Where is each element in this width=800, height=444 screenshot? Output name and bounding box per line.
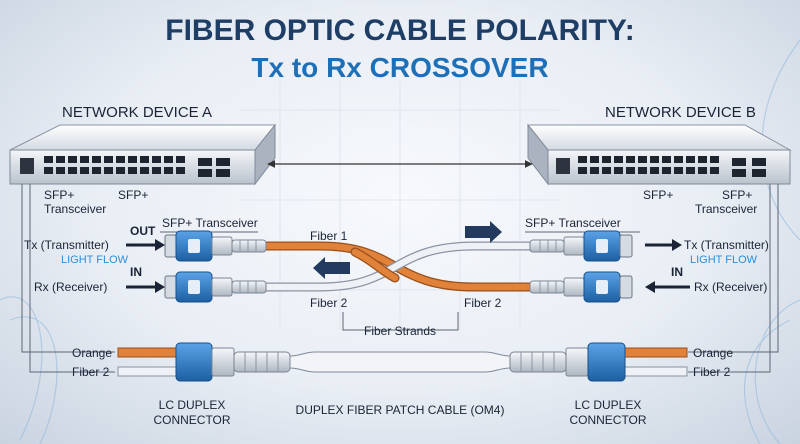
device-b-name: NETWORK DEVICE B bbox=[605, 104, 756, 121]
device-a-out-label: OUT bbox=[130, 224, 156, 238]
device-b-port-label-2: SFP+ bbox=[722, 188, 752, 202]
leader-lines bbox=[21, 184, 779, 373]
device-a-legend-orange: Orange bbox=[72, 346, 112, 360]
device-a-name: NETWORK DEVICE A bbox=[62, 104, 212, 121]
device-b-in-label: IN bbox=[671, 265, 683, 279]
background-grid bbox=[240, 80, 560, 330]
title-line-1: FIBER OPTIC CABLE POLARITY: bbox=[165, 14, 634, 47]
device-a-connector-label-2: CONNECTOR bbox=[153, 413, 230, 427]
arrow-left-icon bbox=[313, 257, 350, 279]
device-a-port-label-1: SFP+ bbox=[44, 188, 74, 202]
decorative-cables bbox=[0, 39, 800, 444]
device-a-ports bbox=[44, 156, 230, 177]
title-line-2: Tx to Rx CROSSOVER bbox=[251, 52, 548, 83]
fiber-2-label-right: Fiber 2 bbox=[464, 296, 502, 310]
device-a-connector-label-1: LC DUPLEX bbox=[159, 398, 226, 412]
device-b-rx-connector bbox=[529, 271, 633, 303]
device-b-transceiver-label: SFP+ Transceiver bbox=[525, 216, 621, 230]
device-b-connector-label-2: CONNECTOR bbox=[569, 413, 646, 427]
device-a-port-label-2: SFP+ bbox=[118, 188, 148, 202]
device-b-rx-label: Rx (Receiver) bbox=[694, 280, 767, 294]
device-b-tx-arrow-icon bbox=[645, 239, 682, 251]
fiber-2-label-left: Fiber 2 bbox=[310, 296, 348, 310]
device-b-rx-arrow-icon bbox=[645, 281, 690, 293]
device-a-rx-connector bbox=[164, 271, 267, 303]
device-a-tx-label: Tx (Transmitter) bbox=[24, 238, 109, 252]
network-device-a bbox=[9, 123, 277, 186]
patch-cable-label: DUPLEX FIBER PATCH CABLE (OM4) bbox=[296, 403, 505, 417]
duplex-patch-cable bbox=[117, 342, 688, 382]
arrow-right-icon bbox=[465, 221, 502, 243]
device-a-tx-arrow-icon bbox=[126, 239, 165, 251]
device-a-tx-connector bbox=[164, 230, 267, 262]
device-b-legend-orange: Orange bbox=[693, 346, 733, 360]
device-b-port-label-2b: Transceiver bbox=[695, 202, 757, 216]
device-a-transceiver-label: SFP+ Transceiver bbox=[162, 216, 258, 230]
device-a-port-label-1b: Transceiver bbox=[44, 202, 106, 216]
device-b-light-flow: LIGHT FLOW bbox=[690, 254, 758, 266]
network-device-b bbox=[526, 123, 792, 186]
device-a-in-label: IN bbox=[130, 265, 142, 279]
device-b-tx-label: Tx (Transmitter) bbox=[684, 238, 769, 252]
device-b-legend-fiber2: Fiber 2 bbox=[693, 365, 731, 379]
device-b-tx-connector bbox=[529, 230, 633, 262]
device-b-port-label-1: SFP+ bbox=[643, 188, 673, 202]
device-a-rx-label: Rx (Receiver) bbox=[34, 280, 107, 294]
device-a-legend-fiber2: Fiber 2 bbox=[72, 365, 110, 379]
fiber-1-label: Fiber 1 bbox=[310, 229, 348, 243]
device-a-light-flow: LIGHT FLOW bbox=[61, 254, 129, 266]
device-b-ports bbox=[578, 156, 766, 177]
device-a-rx-arrow-icon bbox=[126, 281, 165, 293]
fiber-strands-label: Fiber Strands bbox=[364, 324, 436, 338]
device-b-connector-label-1: LC DUPLEX bbox=[575, 398, 642, 412]
fiber-crossover bbox=[260, 241, 535, 292]
